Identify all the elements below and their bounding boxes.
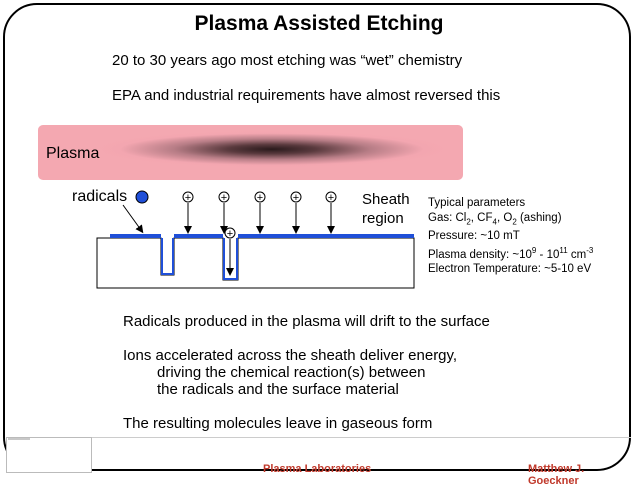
- body-line-2: Ions accelerated across the sheath deliv…: [123, 347, 457, 364]
- params-density: Plasma density: ~109 - 1011 cm-3: [428, 244, 593, 262]
- sheath-line-2: region: [362, 209, 410, 228]
- body-line-3: driving the chemical reaction(s) between: [157, 364, 425, 381]
- trench-1-wall-right: [172, 238, 174, 275]
- footer-author: Matthew J. Goeckner: [528, 463, 638, 487]
- svg-text:+: +: [293, 192, 299, 204]
- params-electron-temp: Electron Temperature: ~5-10 eV: [428, 262, 593, 277]
- params-pressure: Pressure: ~10 mT: [428, 229, 593, 244]
- film-segment-left: [110, 234, 161, 238]
- radical-dot: [136, 191, 148, 203]
- trench-2-wall-left: [223, 238, 225, 280]
- radical-arrow: [123, 205, 141, 230]
- svg-text:+: +: [185, 192, 191, 204]
- film-segment-right: [238, 234, 414, 238]
- ion-2: +: [219, 192, 229, 230]
- body-line-4: the radicals and the surface material: [157, 381, 399, 398]
- ion-4: +: [291, 192, 301, 230]
- trench-1-wall-left: [161, 238, 163, 275]
- trench-1-bottom: [161, 273, 174, 275]
- trench-2-bottom: [223, 278, 238, 280]
- typical-parameters: Typical parameters Gas: Cl2, CF4, O2 (as…: [428, 196, 593, 277]
- svg-text:+: +: [328, 192, 334, 204]
- ion-5: +: [326, 192, 336, 230]
- ion-in-trench: +: [225, 228, 235, 272]
- sheath-line-1: Sheath: [362, 190, 410, 209]
- ion-3: +: [255, 192, 265, 230]
- body-line-1: Radicals produced in the plasma will dri…: [123, 313, 490, 330]
- svg-text:+: +: [221, 192, 227, 204]
- footer-lab-name: Plasma Laboratories: [263, 463, 371, 475]
- footer-divider: [90, 437, 631, 438]
- sheath-region-label: Sheath region: [362, 190, 410, 228]
- body-line-5: The resulting molecules leave in gaseous…: [123, 415, 432, 432]
- substrate: [97, 238, 414, 288]
- film-segment-middle: [174, 234, 223, 238]
- params-heading: Typical parameters: [428, 196, 593, 211]
- svg-text:+: +: [227, 228, 233, 240]
- params-gas: Gas: Cl2, CF4, O2 (ashing): [428, 211, 593, 230]
- thumbnail-placeholder: [6, 437, 92, 473]
- ion-1: +: [183, 192, 193, 230]
- trench-2-wall-right: [236, 238, 238, 280]
- thumbnail-mark: [8, 438, 30, 440]
- svg-text:+: +: [257, 192, 263, 204]
